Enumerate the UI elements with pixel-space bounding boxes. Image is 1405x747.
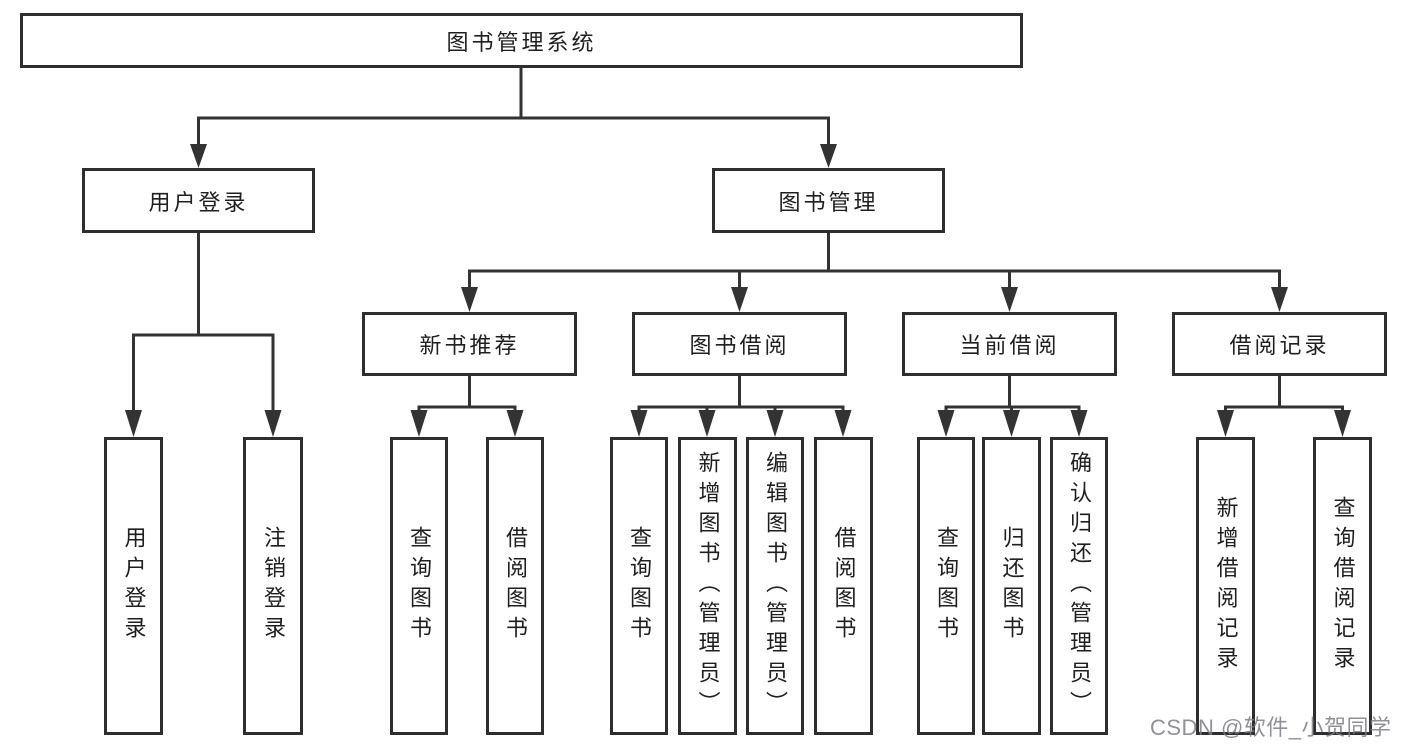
node-label: 归还图书 — [999, 526, 1025, 646]
node-book-borrow: 图书借阅 — [632, 312, 847, 376]
node-current-confirm-return-admin: 确认归还（管理员） — [1050, 437, 1108, 735]
node-label: 编辑图书（管理员） — [763, 451, 788, 721]
node-label: 查询图书 — [934, 526, 959, 646]
node-root-label: 图书管理系统 — [446, 29, 597, 55]
node-label: 查询图书 — [407, 526, 432, 646]
node-label: 借阅图书 — [503, 526, 528, 646]
node-borrow-records: 借阅记录 — [1172, 312, 1387, 376]
node-current-query-books: 查询图书 — [917, 437, 975, 735]
node-label: 用户登录 — [121, 526, 147, 646]
node-book-management: 图书管理 — [712, 168, 945, 233]
node-label: 借阅图书 — [831, 526, 857, 646]
node-label: 注销登录 — [261, 526, 286, 646]
node-root: 图书管理系统 — [20, 13, 1023, 68]
node-label: 图书借阅 — [689, 333, 790, 358]
node-label: 用户登录 — [148, 189, 249, 215]
node-user-login-action: 用户登录 — [104, 437, 163, 735]
node-borrow-edit-books-admin: 编辑图书（管理员） — [746, 437, 804, 735]
node-current-return-books: 归还图书 — [982, 437, 1041, 735]
node-label: 查询借阅记录 — [1330, 496, 1356, 676]
node-newbook-borrow-books: 借阅图书 — [486, 437, 544, 735]
node-label: 图书管理 — [778, 189, 879, 215]
node-label: 新书推荐 — [419, 333, 520, 358]
node-logout-action: 注销登录 — [243, 437, 303, 735]
node-newbook-query-books: 查询图书 — [390, 437, 448, 735]
node-label: 确认归还（管理员） — [1067, 451, 1092, 721]
node-borrow-borrow-books: 借阅图书 — [814, 437, 873, 735]
node-records-query-record: 查询借阅记录 — [1313, 437, 1372, 735]
node-label: 借阅记录 — [1229, 333, 1330, 358]
node-label: 新增图书（管理员） — [695, 451, 721, 721]
node-borrow-add-books-admin: 新增图书（管理员） — [678, 437, 737, 735]
node-records-add-record: 新增借阅记录 — [1196, 437, 1255, 735]
node-label: 新增借阅记录 — [1213, 496, 1239, 676]
node-label: 查询图书 — [627, 526, 652, 646]
node-new-book-recommend: 新书推荐 — [362, 312, 577, 376]
csdn-watermark: CSDN @软件_小贺同学 — [1150, 715, 1392, 740]
node-label: 当前借阅 — [959, 333, 1060, 358]
node-current-borrow: 当前借阅 — [902, 312, 1117, 376]
node-user-login-branch: 用户登录 — [82, 168, 315, 233]
node-borrow-query-books: 查询图书 — [610, 437, 668, 735]
